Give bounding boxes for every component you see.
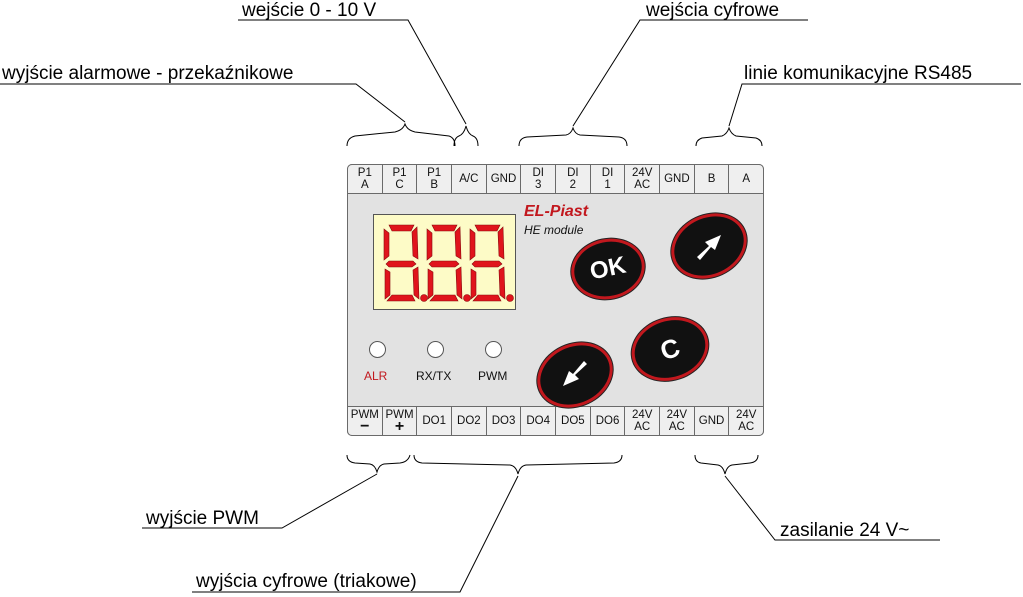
- pwm-label: PWM: [478, 369, 508, 383]
- terminal-rs485-a: A: [742, 173, 751, 185]
- brace-rs485: [695, 126, 763, 147]
- leader-rs485: [728, 83, 1021, 127]
- terminal-gnd-1: GND: [487, 165, 522, 193]
- terminal-do4: DO4: [521, 407, 557, 435]
- leader-digital-in: [572, 19, 808, 127]
- up-button[interactable]: [660, 201, 758, 291]
- terminal-do6: DO6: [591, 407, 626, 435]
- callout-alarm-output: wyjście alarmowe - przekaźnikowe: [2, 63, 294, 84]
- brace-analog: [453, 125, 479, 147]
- brace-digital-in: [518, 126, 628, 147]
- digit-2: [426, 224, 471, 302]
- rxtx-label: RX/TX: [416, 369, 452, 383]
- callout-supply: zasilanie 24 V~: [780, 520, 910, 541]
- model-label: HE module: [524, 223, 584, 237]
- digit-3: [469, 224, 514, 302]
- brand-logo: EL-Piast: [524, 203, 589, 220]
- callout-digital-inputs: wejścia cyfrowe: [646, 0, 780, 21]
- leader-supply: [724, 475, 940, 541]
- terminal-do5: DO5: [556, 407, 591, 435]
- callout-digital-outputs: wyjścia cyfrowe (triakowe): [196, 571, 417, 592]
- terminal-do1: DO1: [417, 407, 453, 435]
- pwm-led: [485, 341, 502, 358]
- terminal-gnd-bottom: GND: [695, 407, 730, 435]
- terminal-pwm-minus: PWM−: [348, 407, 383, 435]
- brace-supply: [694, 454, 759, 475]
- leader-digital-out: [192, 475, 519, 593]
- brace-alarm: [346, 122, 456, 147]
- brace-pwm: [346, 454, 411, 474]
- terminal-ac-analog: A/C: [452, 165, 487, 193]
- c-button-label: C: [656, 331, 684, 366]
- terminal-rs485-b: B: [695, 165, 730, 193]
- down-left-arrow-icon: [563, 361, 587, 386]
- callout-rs485: linie komunikacyjne RS485: [744, 63, 973, 84]
- down-button[interactable]: [526, 330, 624, 420]
- alr-led: [369, 341, 386, 358]
- terminal-pwm-plus: PWM+: [383, 407, 418, 435]
- digit-1: [383, 224, 428, 302]
- rxtx-led: [427, 341, 444, 358]
- callout-analog-input: wejście 0 - 10 V: [242, 0, 377, 21]
- terminal-gnd-2: GND: [660, 165, 695, 193]
- callout-pwm-output: wyjście PWM: [146, 508, 259, 529]
- display-digits: [383, 224, 514, 302]
- terminal-do3: DO3: [487, 407, 522, 435]
- brace-digital-out: [413, 454, 623, 475]
- leader-alarm: [0, 83, 406, 123]
- seven-segment-display: [373, 214, 516, 310]
- leader-analog: [238, 19, 467, 125]
- alr-label: ALR: [364, 369, 388, 383]
- up-right-arrow-icon: [697, 235, 721, 260]
- ok-button-label: OK: [587, 251, 629, 286]
- terminal-do2: DO2: [452, 407, 487, 435]
- leader-pwm: [142, 473, 378, 529]
